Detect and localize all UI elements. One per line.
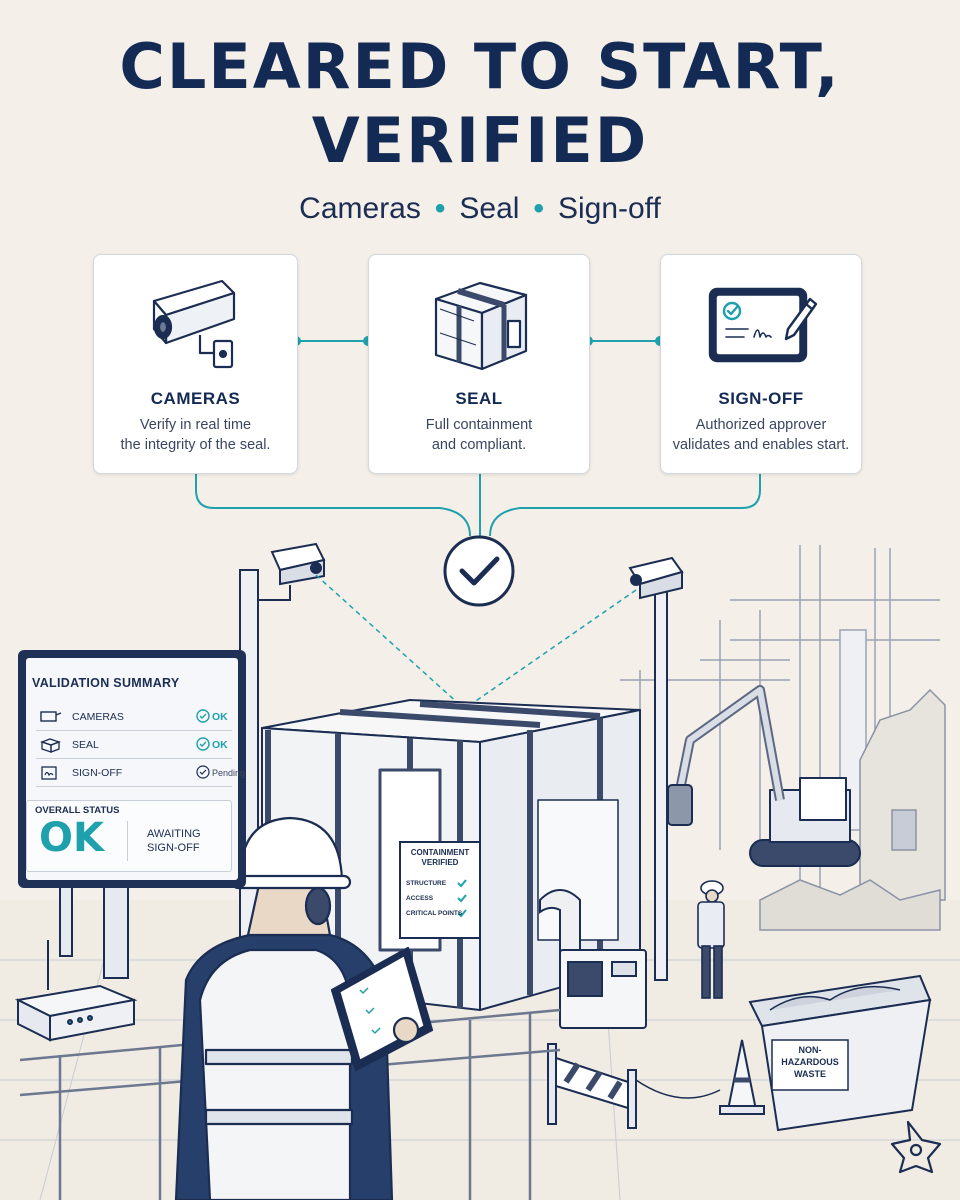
summary-row-cameras: CAMERAS OK	[36, 704, 232, 731]
check-circle-icon	[196, 737, 210, 754]
title-line-2: VERIFIED	[311, 104, 649, 177]
network-router	[14, 940, 138, 1042]
subtitle-cameras: Cameras	[299, 192, 421, 225]
site-scene-illustration	[0, 535, 960, 1200]
summary-row-sign-off: SIGN-OFF Pending	[36, 760, 245, 787]
camera-pole-right	[628, 556, 684, 981]
monitor-stand	[59, 885, 129, 979]
title-line-1: CLEARED TO START,	[119, 30, 841, 103]
waste-sign-label: NON-HAZARDOUS WASTE	[781, 1045, 839, 1079]
air-filtration-unit	[539, 889, 647, 1029]
subtitle-seal: Seal	[459, 192, 520, 225]
page-title: CLEARED TO START, VERIFIED	[0, 30, 960, 178]
tablet-signature-icon	[708, 287, 818, 363]
subtitle-separator: •	[434, 192, 446, 225]
traffic-cone	[719, 1039, 765, 1115]
waste-container	[748, 974, 932, 1132]
connector-signoff-check	[489, 472, 761, 537]
subtitle-separator: •	[533, 192, 544, 225]
check-circle-icon	[196, 765, 210, 782]
card-description: Verify in real time the integrity of the…	[120, 417, 271, 453]
background-worker	[697, 880, 725, 999]
status-badge: OK	[212, 711, 228, 723]
subtitle: Cameras • Seal • Sign-off	[0, 192, 960, 226]
demolished-wall	[759, 688, 946, 931]
overall-status-panel: OVERALL STATUS OK AWAITING SIGN-OFF	[26, 800, 232, 872]
excavator	[667, 685, 861, 867]
card-description: Full containment and compliant.	[425, 417, 533, 453]
card-seal: SEAL Full containment and compliant.	[368, 254, 590, 474]
containment-item: STRUCTURE	[406, 880, 447, 887]
status-badge: Pending	[212, 768, 246, 778]
overall-status-note: AWAITING SIGN-OFF	[147, 828, 201, 854]
connector-cameras-check	[195, 472, 471, 537]
card-title: SIGN-OFF	[718, 389, 804, 408]
signature-icon	[40, 765, 62, 784]
status-badge: OK	[212, 739, 228, 751]
barrier	[547, 1043, 721, 1129]
summary-row-seal: SEAL OK	[36, 732, 232, 759]
foreground-worker	[174, 816, 434, 1200]
camera-icon	[40, 709, 62, 728]
camera-sight-lines	[315, 574, 637, 706]
overall-status-label: OVERALL STATUS	[35, 805, 120, 816]
card-description: Authorized approver validates and enable…	[672, 417, 850, 453]
containment-verified-sign	[399, 841, 481, 939]
card-title: CAMERAS	[150, 389, 241, 408]
verified-check-icon	[443, 535, 515, 607]
containment-item: ACCESS	[406, 895, 434, 902]
enclosure-icon	[40, 737, 62, 756]
card-sign-off: SIGN-OFF Authorized approver validates a…	[660, 254, 862, 474]
cctv-camera-icon	[152, 279, 235, 369]
brand-logo	[890, 1120, 942, 1174]
subtitle-sign-off: Sign-off	[557, 192, 661, 225]
card-cameras: CAMERAS Verify in real time the integrit…	[93, 254, 298, 474]
card-title: SEAL	[455, 389, 503, 408]
sealed-enclosure-icon	[434, 281, 528, 371]
validation-summary-title: VALIDATION SUMMARY	[32, 676, 180, 690]
containment-sign-title: CONTAINMENT VERIFIED	[410, 848, 470, 867]
check-circle-icon	[196, 709, 210, 726]
overall-status-value: OK	[39, 815, 104, 861]
containment-item: CRITICAL POINTS	[406, 910, 463, 917]
